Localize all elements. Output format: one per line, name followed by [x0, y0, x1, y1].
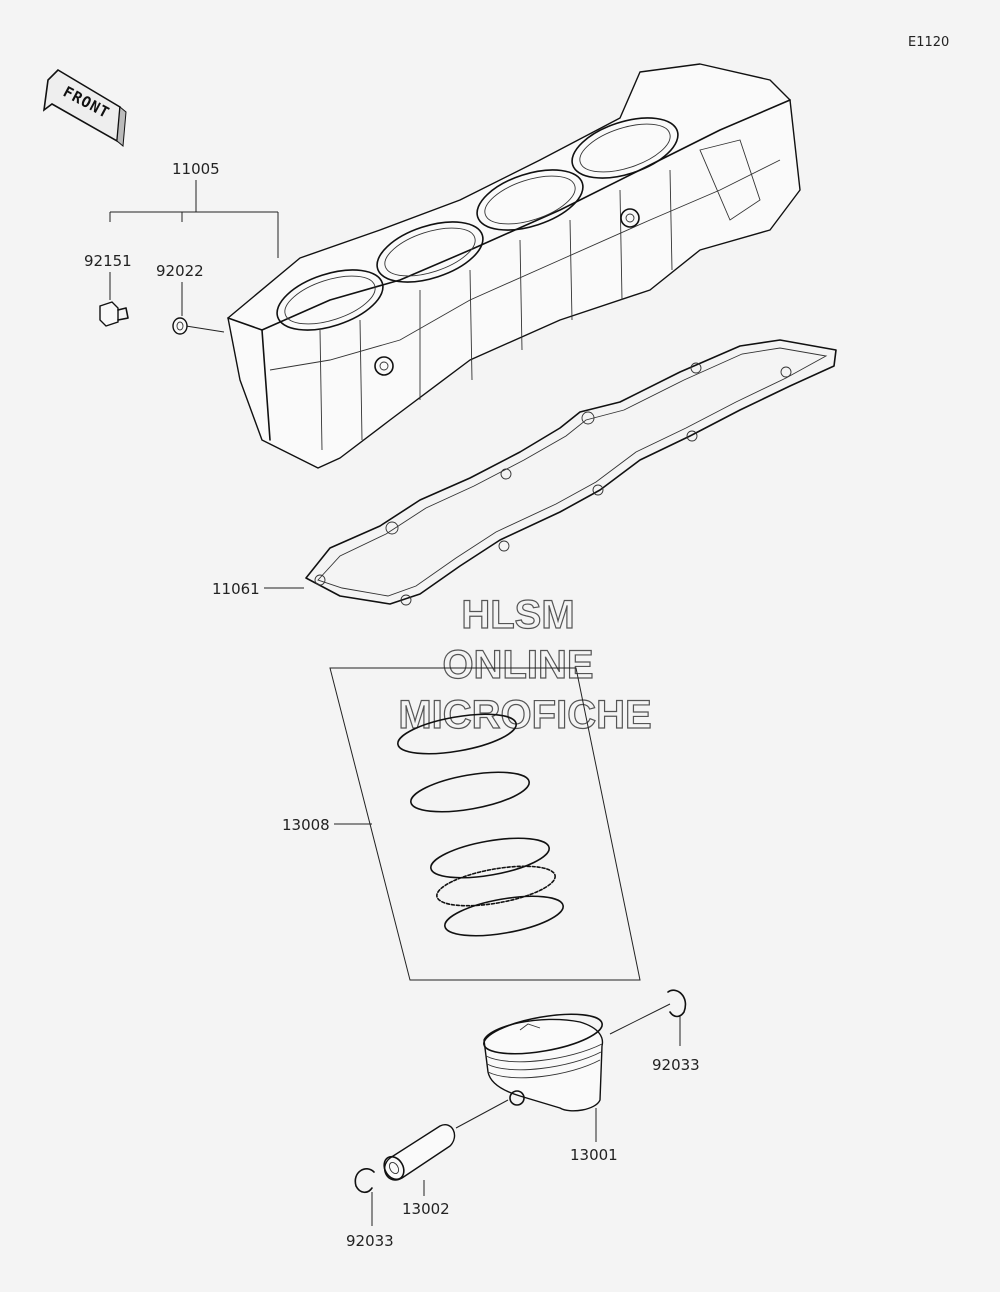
- part-number-92033-right[interactable]: 92033: [652, 1056, 700, 1074]
- part-number-92033-left[interactable]: 92033: [346, 1232, 394, 1250]
- part-number-11061[interactable]: 11061: [212, 580, 260, 598]
- diagram-code: E1120: [908, 35, 949, 50]
- part-number-11005[interactable]: 11005: [172, 160, 220, 178]
- part-number-92022[interactable]: 92022: [156, 262, 204, 280]
- piston-ring-set[interactable]: [395, 707, 566, 943]
- head-gasket[interactable]: [305, 339, 837, 606]
- cylinder-block[interactable]: [227, 63, 801, 469]
- circlip-right-icon[interactable]: [667, 989, 687, 1018]
- bolt-icon[interactable]: [99, 301, 129, 327]
- piston[interactable]: [481, 1007, 605, 1112]
- ring-set-frame: [329, 667, 641, 981]
- piston-pin[interactable]: [380, 1124, 456, 1183]
- washer-icon[interactable]: [172, 317, 188, 335]
- part-number-13002[interactable]: 13002: [402, 1200, 450, 1218]
- svg-text:HLSM: HLSM: [461, 593, 574, 637]
- part-number-13008[interactable]: 13008: [282, 816, 330, 834]
- svg-text:MICROFICHE: MICROFICHE: [398, 693, 651, 737]
- watermark: HLSM ONLINE MICROFICHE: [398, 592, 653, 737]
- circlip-left-icon[interactable]: [354, 1168, 375, 1194]
- part-number-92151[interactable]: 92151: [84, 252, 132, 270]
- front-arrow-icon: FRONT: [42, 68, 127, 147]
- part-number-13001[interactable]: 13001: [570, 1146, 618, 1164]
- svg-text:ONLINE: ONLINE: [442, 643, 593, 687]
